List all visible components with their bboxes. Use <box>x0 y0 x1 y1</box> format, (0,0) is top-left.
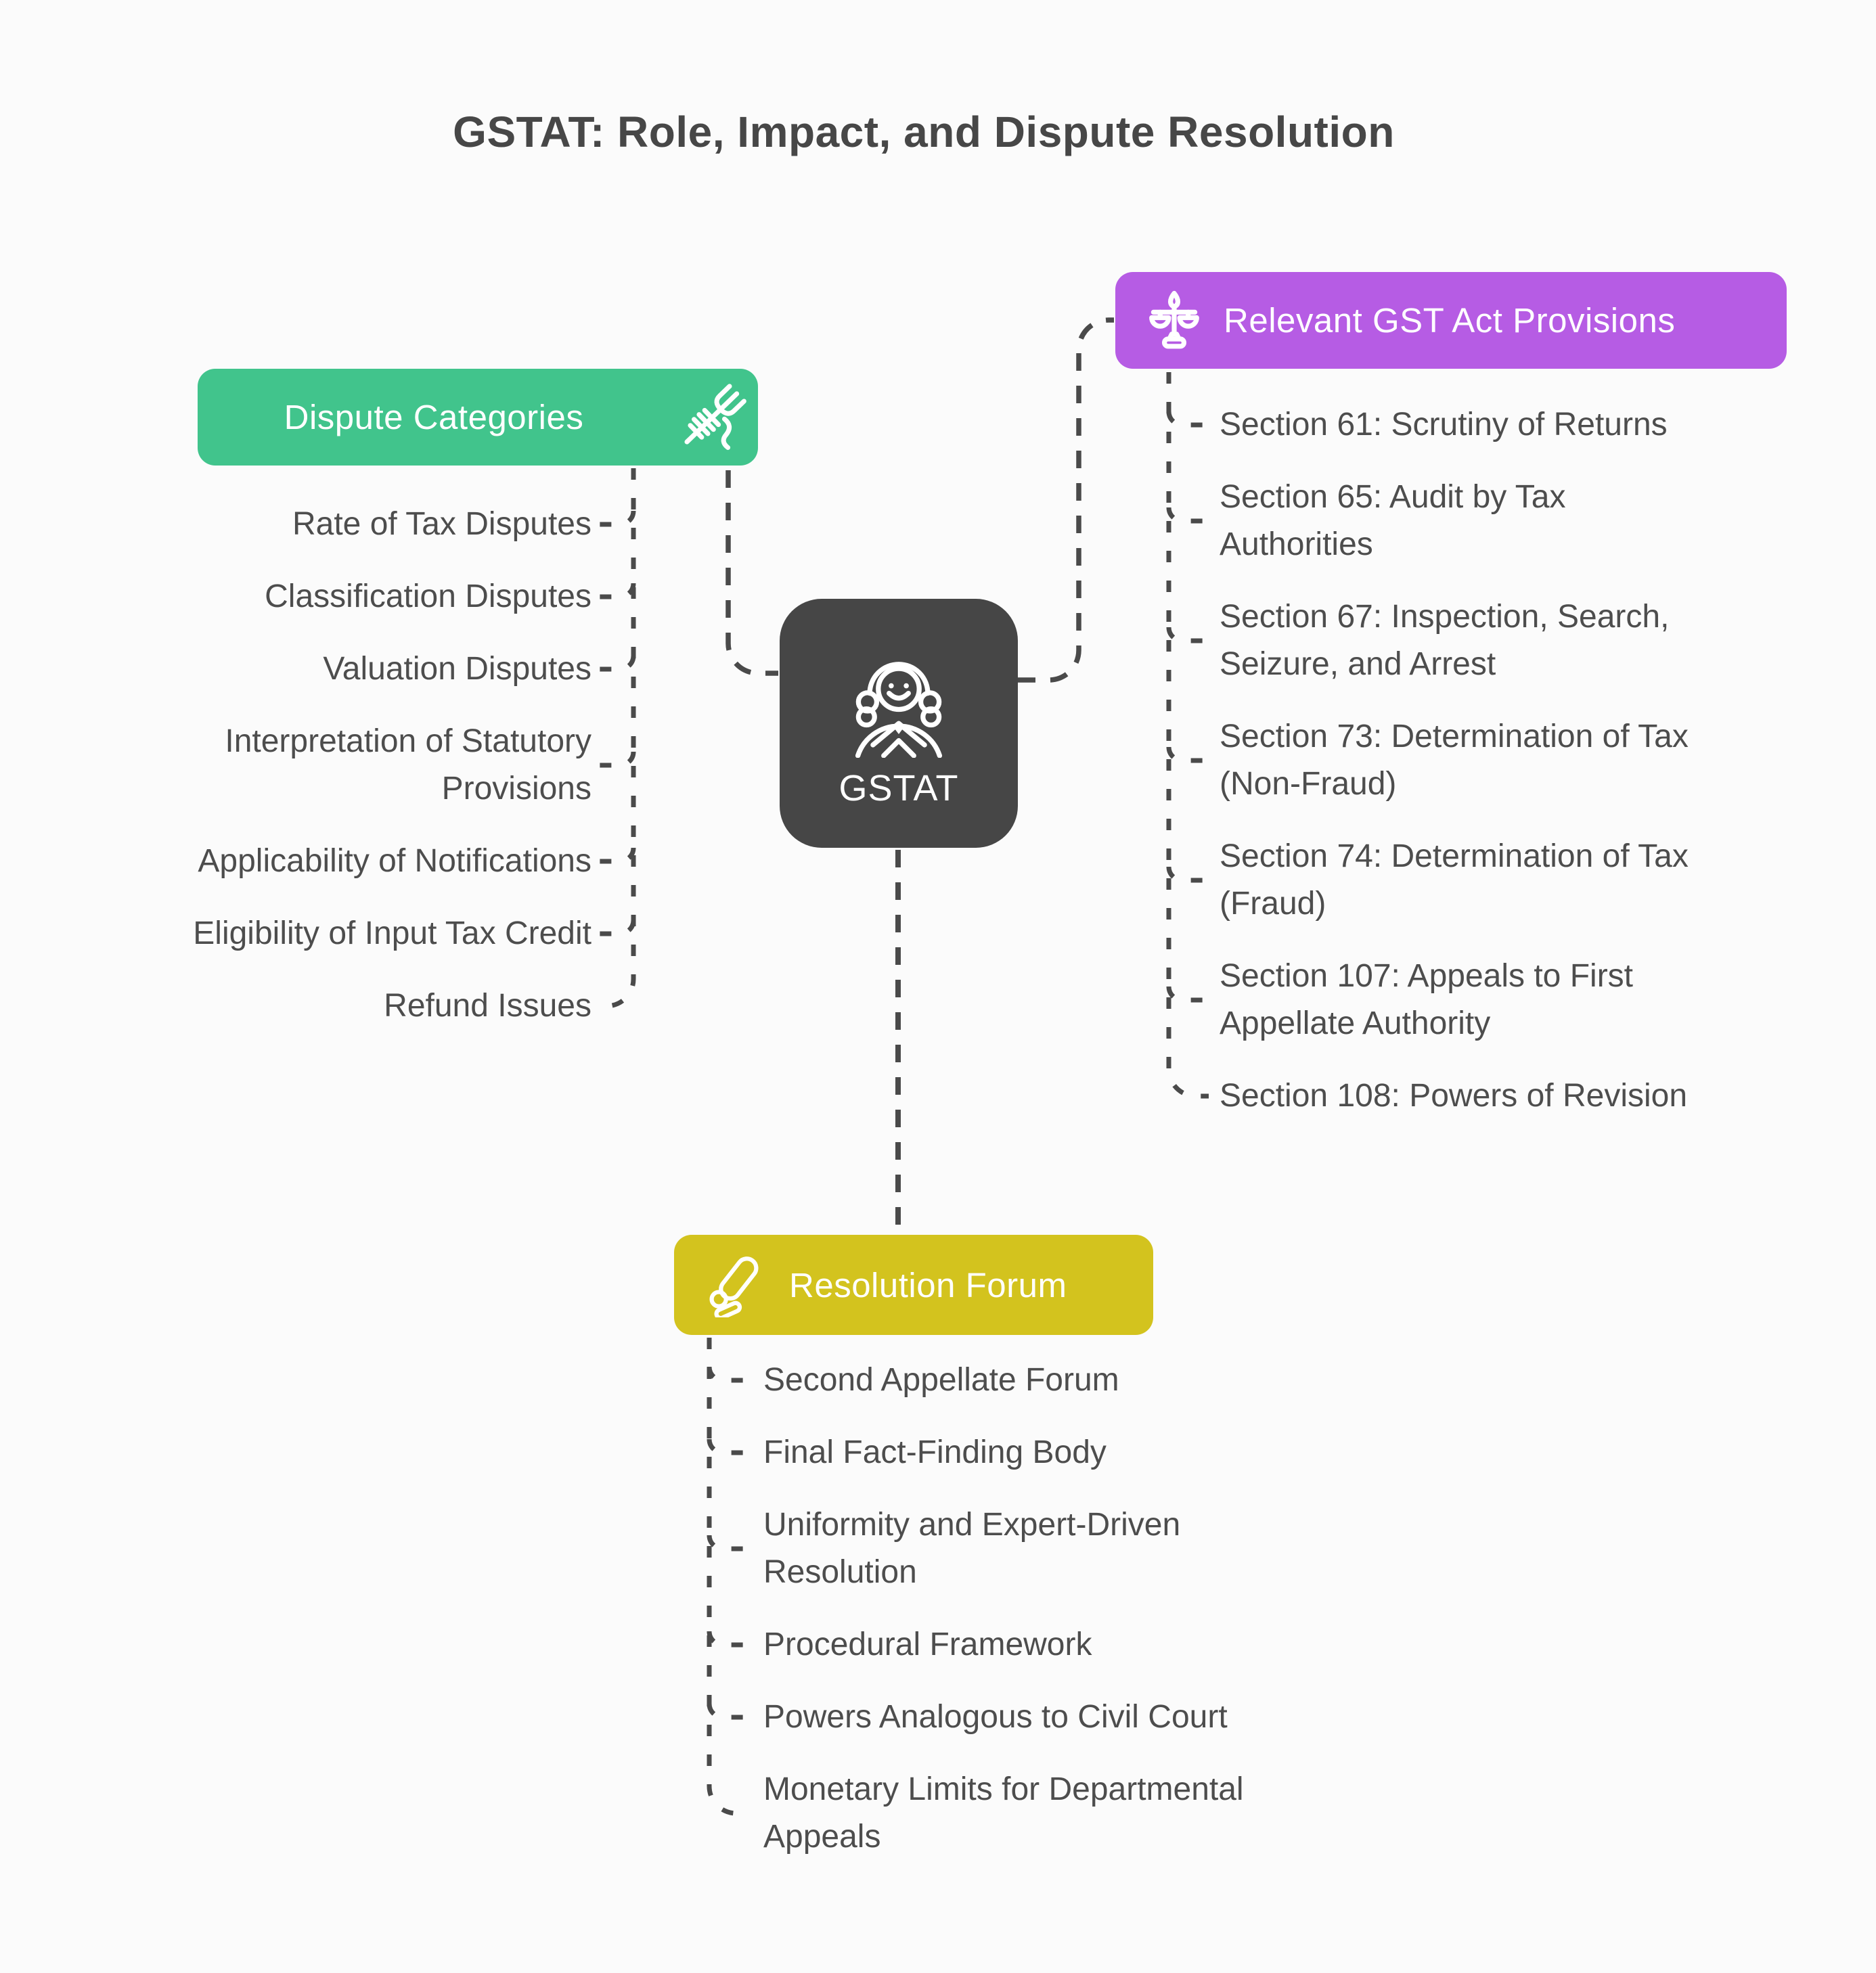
list-item: Eligibility of Input Tax Credit <box>193 915 591 951</box>
forum-rail <box>707 1338 747 1816</box>
list-item: Rate of Tax Disputes <box>292 506 591 542</box>
node-gst-provisions: Relevant GST Act Provisions <box>1115 272 1787 369</box>
list-item: Applicability of Notifications <box>198 843 591 879</box>
judge-icon <box>855 662 943 758</box>
fork-in-hand-icon <box>684 384 746 451</box>
node-gstat-center: GSTAT <box>780 599 1018 848</box>
node-label: Relevant GST Act Provisions <box>1224 301 1676 340</box>
list-item: Section 73: Determination of Tax (Non-Fr… <box>1220 719 1689 802</box>
node-label: Resolution Forum <box>789 1265 1067 1305</box>
list-item: Final Fact-Finding Body <box>763 1434 1107 1470</box>
list-item: Section 61: Scrutiny of Returns <box>1220 407 1668 443</box>
list-item: Section 67: Inspection, Search, Seizure,… <box>1220 599 1670 682</box>
list-item: Uniformity and Expert-Driven Resolution <box>763 1507 1181 1590</box>
node-label: Dispute Categories <box>284 398 584 436</box>
list-item: Refund Issues <box>384 988 591 1024</box>
center-node-label: GSTAT <box>839 768 959 809</box>
list-item: Procedural Framework <box>763 1627 1092 1662</box>
list-item: Section 107: Appeals to First Appellate … <box>1220 958 1634 1041</box>
disputes-rail <box>594 468 636 1009</box>
node-dispute-categories: Dispute Categories <box>198 369 758 466</box>
list-item: Interpretation of Statutory Provisions <box>225 723 591 807</box>
list-item: Section 65: Audit by Tax Authorities <box>1220 479 1566 562</box>
provisions-rail <box>1166 372 1209 1099</box>
list-item: Powers Analogous to Civil Court <box>763 1699 1228 1735</box>
gavel-icon <box>709 1256 759 1317</box>
page-title: GSTAT: Role, Impact, and Dispute Resolut… <box>453 108 1395 156</box>
node-resolution-forum: Resolution Forum <box>674 1235 1153 1335</box>
list-item: Monetary Limits for Departmental Appeals <box>763 1771 1244 1855</box>
list-item: Valuation Disputes <box>323 651 591 687</box>
connector-center-to-provisions <box>1018 317 1114 683</box>
list-item: Second Appellate Forum <box>763 1362 1119 1398</box>
list-item: Section 74: Determination of Tax (Fraud) <box>1220 838 1689 922</box>
list-item: Classification Disputes <box>265 579 591 614</box>
scales-of-justice-icon <box>1149 290 1199 348</box>
list-item: Section 108: Powers of Revision <box>1220 1078 1688 1114</box>
